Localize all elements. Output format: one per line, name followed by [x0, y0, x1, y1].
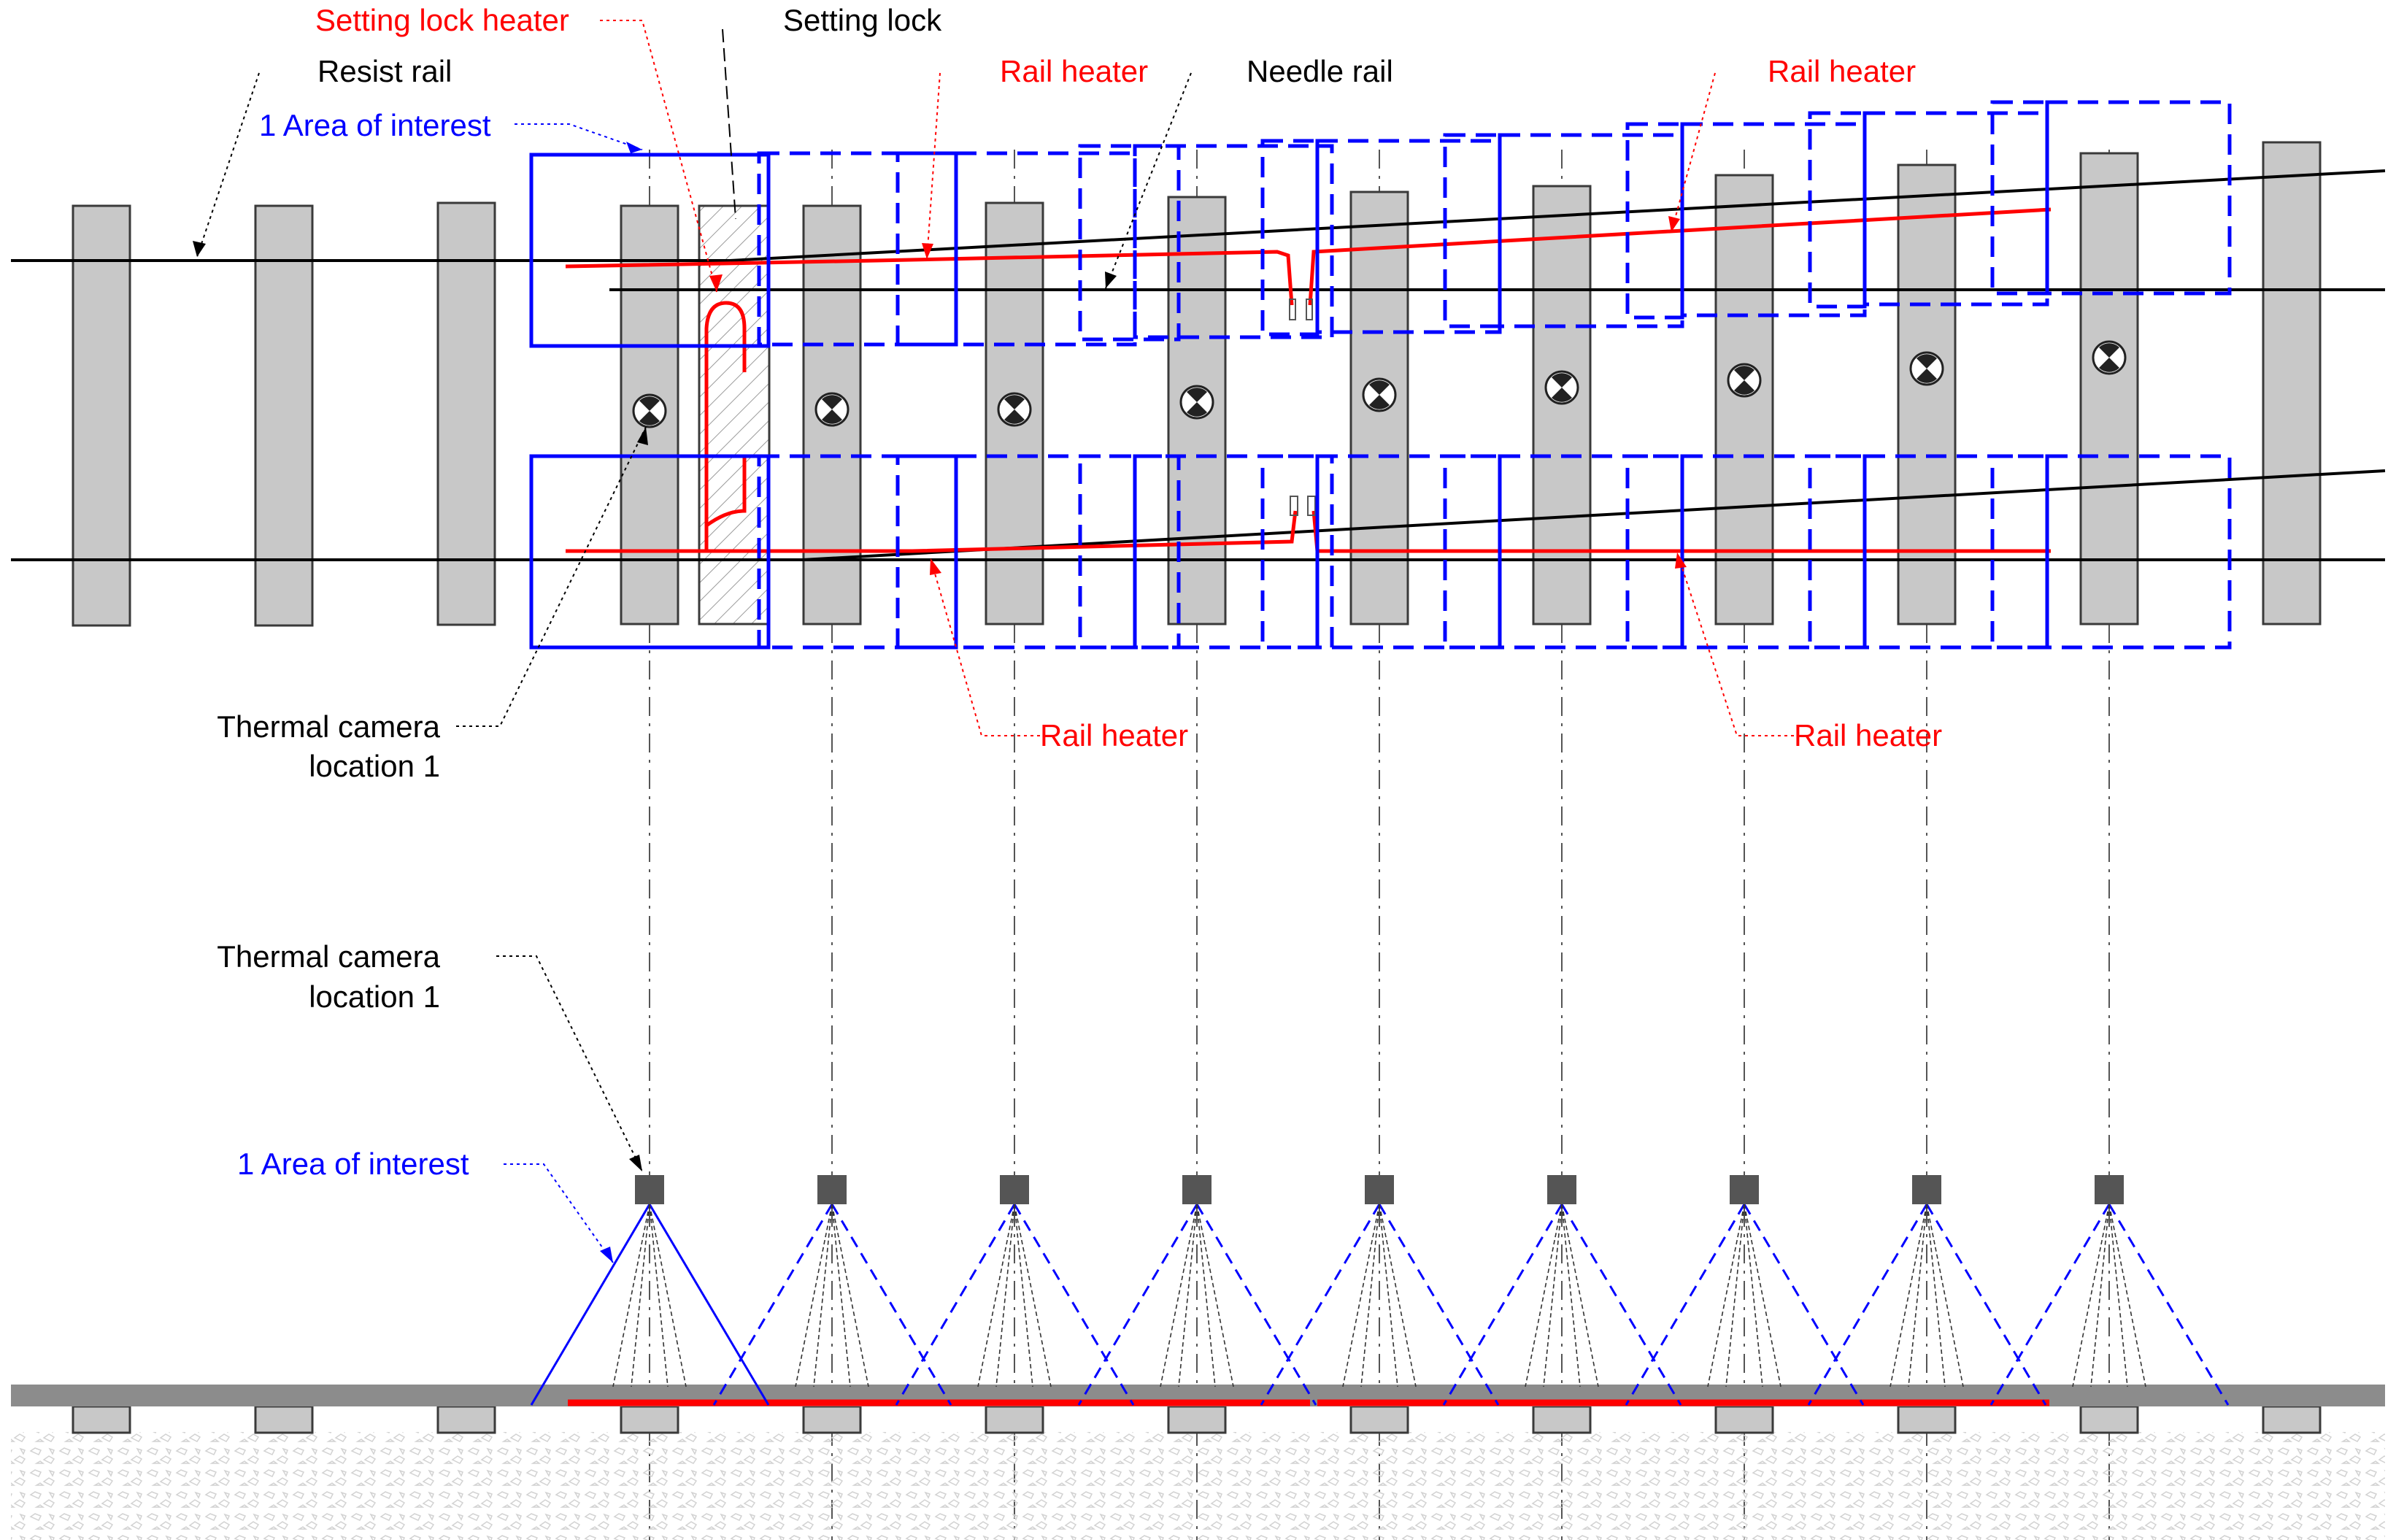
camera-fov-1: [530, 1204, 770, 1406]
leader-rail-heater-top-left: [926, 72, 941, 260]
leader-area-of-interest-top: [515, 123, 643, 150]
sensor-target-icon: [1362, 377, 1397, 412]
heater-connectors: [1289, 299, 1316, 516]
sensor-target-icon: [1727, 363, 1762, 398]
side-leader-lines: [496, 955, 643, 1263]
sensor-markers: [632, 340, 2127, 428]
leader-lines: [196, 20, 1794, 736]
needle-rail-top: [729, 169, 2386, 262]
thermal-camera-icon: [817, 1175, 847, 1204]
label-thermal-camera-bottom-2: location 1: [309, 979, 440, 1014]
label-resist-rail: Resist rail: [317, 54, 452, 88]
label-rail-heater-top-left: Rail heater: [1000, 54, 1148, 88]
side-leader-arrowheads: [600, 1155, 642, 1263]
label-thermal-camera-bottom-1: Thermal camera: [217, 939, 440, 974]
leader-resist-rail: [196, 72, 260, 258]
sleepers: [72, 141, 2322, 627]
thermal-cameras: [635, 1175, 2124, 1204]
needle-rail-bottom: [802, 469, 2386, 561]
thermal-camera-icon: [635, 1175, 664, 1204]
plan-view: Setting lock heater Setting lock Resist …: [11, 3, 2386, 1540]
leader-rail-heater-bottom-right: [1676, 552, 1794, 736]
sensor-target-icon: [1544, 370, 1579, 405]
areas-of-interest-bottom: [757, 454, 2232, 650]
rail-heater-top-a: [565, 250, 1294, 306]
rail-heater-bottom-a: [566, 510, 1298, 553]
thermal-camera-icon: [1365, 1175, 1394, 1204]
thermal-camera-icon: [1547, 1175, 1576, 1204]
side-view: Thermal camera location 1 1 Area of inte…: [11, 939, 2385, 1540]
label-thermal-camera-top-2: location 1: [309, 749, 440, 783]
sensor-target-icon: [1909, 351, 1944, 386]
sleeper: [2079, 152, 2139, 625]
label-area-of-interest-bottom: 1 Area of interest: [237, 1147, 469, 1181]
label-rail-heater-bottom-right: Rail heater: [1794, 718, 1942, 752]
leader-rail-heater-top-right: [1671, 72, 1716, 233]
sleeper: [254, 204, 314, 627]
thermal-camera-icon: [1000, 1175, 1029, 1204]
label-area-of-interest-top: 1 Area of interest: [259, 108, 491, 142]
rails: [11, 169, 2386, 561]
leader-setting-lock: [722, 28, 736, 220]
leader-thermal-camera-bottom: [496, 955, 643, 1172]
areas-of-interest-top: [757, 100, 2232, 347]
thermal-camera-icon: [2095, 1175, 2124, 1204]
sleeper: [436, 201, 496, 626]
thermal-camera-icon: [1730, 1175, 1759, 1204]
ballast: [11, 1432, 2385, 1540]
label-rail-heater-top-right: Rail heater: [1768, 54, 1916, 88]
setting-lock-heater-loop: [704, 301, 747, 551]
sleeper: [1897, 163, 1957, 625]
thermal-camera-icon: [1912, 1175, 1941, 1204]
thermal-camera-icon: [1182, 1175, 1212, 1204]
sensor-target-icon: [814, 392, 850, 427]
leader-setting-lock-heater: [600, 20, 717, 293]
sleeper: [2262, 141, 2322, 625]
leader-arrowheads: [193, 142, 1687, 575]
area-of-interest-1-plan: [529, 153, 771, 650]
leader-area-of-interest-bottom: [504, 1163, 614, 1263]
label-thermal-camera-top-1: Thermal camera: [217, 709, 440, 744]
camera-rays: [612, 1204, 2146, 1387]
label-setting-lock-heater: Setting lock heater: [315, 3, 569, 37]
side-sleepers: [72, 1405, 2322, 1434]
label-needle-rail: Needle rail: [1247, 54, 1393, 88]
sensor-target-icon: [2092, 340, 2127, 375]
label-rail-heater-bottom-left: Rail heater: [1040, 718, 1188, 752]
setting-lock-heater-loop-lower: [705, 456, 747, 528]
label-setting-lock: Setting lock: [783, 3, 942, 37]
sensor-target-icon: [1179, 385, 1214, 420]
camera-fov-others: [712, 1204, 2230, 1406]
sensor-target-icon: [997, 392, 1032, 427]
leader-thermal-camera-top: [456, 426, 647, 727]
rail-heater-top-b: [1308, 207, 2052, 306]
sleeper: [72, 204, 131, 627]
sensor-target-icon: [632, 393, 667, 428]
leader-needle-rail: [1105, 72, 1192, 289]
sleeper: [1714, 174, 1774, 625]
